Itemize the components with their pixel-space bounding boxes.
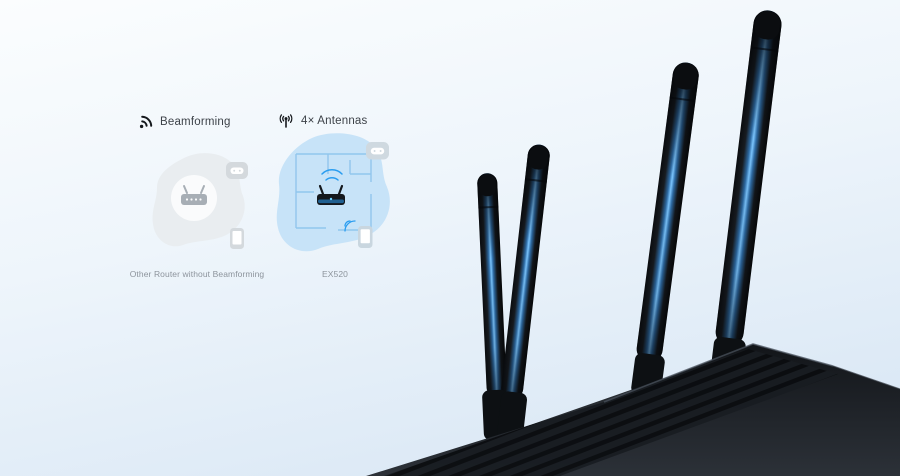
- game-controller-icon: [366, 142, 389, 160]
- feature-beamforming-caption: Other Router without Beamforming: [129, 269, 265, 279]
- floorplan-blob: [276, 133, 390, 252]
- router-body: [366, 343, 900, 476]
- antenna-4: [715, 10, 782, 347]
- antenna-3: [636, 62, 699, 363]
- game-controller-icon: [226, 162, 248, 179]
- antenna-1: [477, 173, 507, 398]
- router-vents: [384, 349, 838, 476]
- feature-antennas-header: 4× Antennas: [278, 114, 367, 128]
- feature-beamforming-label: Beamforming: [160, 116, 231, 128]
- feature-antennas-caption: EX520: [321, 269, 349, 279]
- router-icon: [181, 185, 207, 205]
- smartphone-icon: [358, 226, 373, 248]
- antenna-2: [501, 144, 550, 400]
- other-router-illustration: [148, 148, 258, 265]
- smartphone-icon: [230, 228, 244, 249]
- feature-beamforming-header: Beamforming: [139, 115, 231, 129]
- feature-antennas-label: 4× Antennas: [301, 115, 368, 127]
- wifi-small-icon: [344, 220, 356, 232]
- wifi-icon: [321, 169, 343, 181]
- floorplan-walls: [295, 153, 372, 232]
- antennas-icon: [278, 114, 294, 128]
- ex520-floorplan-illustration: [270, 130, 402, 275]
- beamforming-icon: [139, 115, 153, 129]
- router-icon: [317, 184, 345, 205]
